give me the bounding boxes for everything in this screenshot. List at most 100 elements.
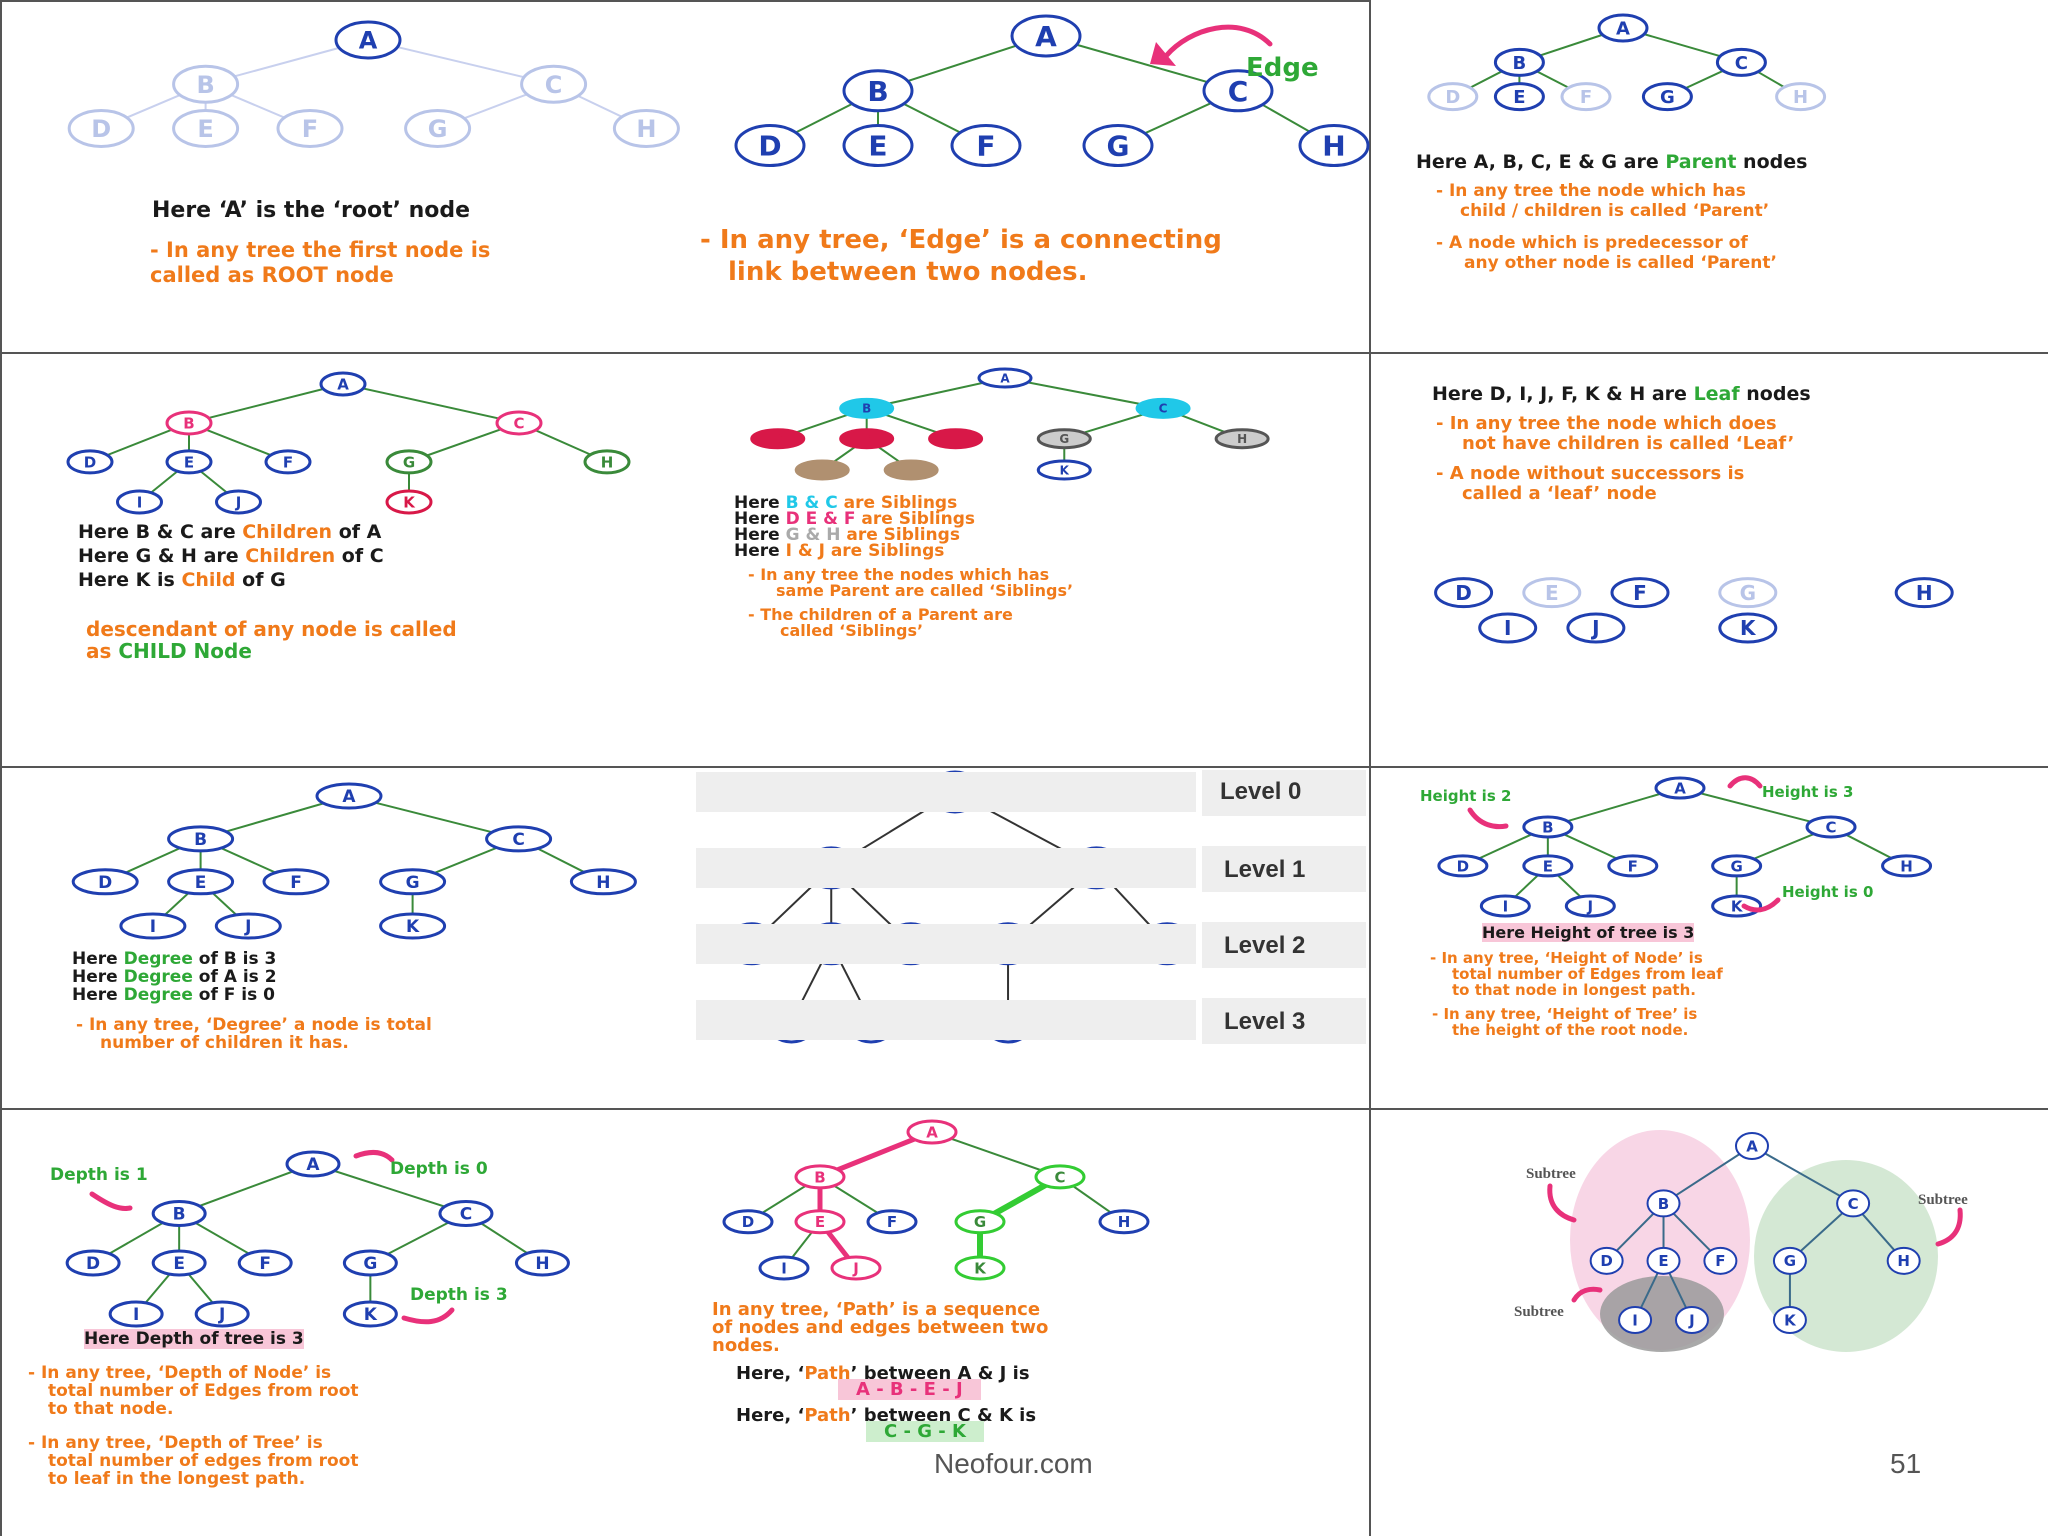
tree-edge <box>188 383 344 424</box>
tree-node-b <box>794 1164 846 1190</box>
level-band-0 <box>696 772 1196 812</box>
edge-definition-line2: link between two nodes. <box>728 257 1088 287</box>
tree-node-label: K <box>974 1259 987 1277</box>
path-row1-value: A - B - E - J <box>838 1379 981 1401</box>
tree-node-e <box>151 1249 207 1277</box>
tree-node-label: H <box>601 453 614 471</box>
tree-node-label: C <box>1159 402 1168 416</box>
tree-node-i <box>794 459 850 481</box>
siblings-line4: called ‘Siblings’ <box>780 621 924 640</box>
parent-line2: child / children is called ‘Parent’ <box>1460 201 1770 221</box>
tree-node-label: A <box>1616 18 1630 39</box>
tree-node-label: D <box>1600 1252 1612 1270</box>
tree-edge <box>342 383 520 424</box>
degree-row1: Here Degree of B is 3 <box>72 949 276 970</box>
degree-row1-b: Degree <box>123 949 193 969</box>
tree-node-a <box>1010 14 1082 58</box>
tree-node-label: G <box>1107 130 1130 163</box>
degree-line1: - In any tree, ‘Degree’ a node is total <box>76 1015 432 1035</box>
tree-node-label: J <box>218 1305 225 1325</box>
depth-a-arrow-icon <box>353 1150 395 1163</box>
siblings-row4-b: I & J <box>785 541 825 561</box>
degree-line2: number of children it has. <box>100 1033 349 1053</box>
siblings-row1-a: Here <box>734 493 786 513</box>
tree-node-label: J <box>1590 616 1599 640</box>
tree-node-label: J <box>1688 1311 1695 1329</box>
parent-caption-a: Here A, B, C, E & G are <box>1416 151 1666 173</box>
tree-node-a <box>906 1119 958 1145</box>
height-line4: - In any tree, ‘Height of Tree’ is <box>1432 1005 1698 1023</box>
tree-node-f <box>1610 577 1670 609</box>
tree-edge <box>1679 787 1832 828</box>
tree-node-label: H <box>1900 857 1913 875</box>
tree-node-label: I <box>1504 616 1511 640</box>
tree-node-d <box>722 1209 774 1235</box>
tree-node-a <box>334 20 402 60</box>
tree-node-label: I <box>1632 1311 1638 1329</box>
tree-node-label: E <box>1513 87 1525 108</box>
tree-node-label: C <box>1848 1195 1859 1213</box>
parent-line4: any other node is called ‘Parent’ <box>1464 253 1777 273</box>
tree-node-label: H <box>535 1254 549 1274</box>
grid-divider <box>0 1108 2048 1110</box>
height-line1: - In any tree, ‘Height of Node’ is <box>1430 949 1703 967</box>
tree-node-label: H <box>636 115 656 143</box>
tree-node-label: I <box>781 1259 787 1277</box>
tree-node-k <box>385 489 433 515</box>
children-row3: Here K is Child of G <box>78 569 286 592</box>
tree-node-f <box>276 108 344 148</box>
depth-tree-text: Here Depth of tree is 3 <box>84 1329 304 1349</box>
root-definition-line2: called as ROOT node <box>150 263 394 287</box>
tree-node-k <box>954 1255 1006 1281</box>
tree-node-label: C <box>512 830 524 850</box>
level-band-2 <box>696 924 1196 964</box>
tree-node-h <box>1881 854 1933 878</box>
degree-row2-b: Degree <box>123 967 193 987</box>
tree-edge <box>1004 377 1164 410</box>
tree-node-f <box>1703 1246 1738 1275</box>
tree-node-f <box>950 124 1022 168</box>
level-0-label: Level 0 <box>1220 778 1302 805</box>
tree-node-g <box>404 108 472 148</box>
tree-node-label: B <box>173 1205 186 1225</box>
tree-node-label: I <box>820 463 824 477</box>
tree-node-label: J <box>235 493 242 511</box>
tree-node-h <box>1214 428 1270 450</box>
tree-edge <box>931 1131 1061 1178</box>
tree-node-g <box>1082 124 1154 168</box>
tree-node-label: A <box>1035 20 1057 53</box>
tree-node-c <box>495 410 543 436</box>
depth-k-arrow-icon <box>401 1307 455 1325</box>
tree-node-label: D <box>758 130 781 163</box>
degree-row3-b: Degree <box>123 985 193 1005</box>
parent-caption-c: nodes <box>1736 151 1808 173</box>
degree-row2-c: of A is 2 <box>192 967 277 987</box>
tree-node-label: A <box>1746 1137 1758 1155</box>
height-a-arrow-icon <box>1727 775 1763 789</box>
path-row1-c: ’ between A & J is <box>850 1363 1030 1384</box>
tree-node-label: F <box>283 453 293 471</box>
tree-node-k <box>379 912 447 940</box>
height-tree-label: Here Height of tree is 3 <box>1482 923 1695 942</box>
tree-node-label: I <box>1503 897 1509 915</box>
siblings-row3: Here G & H are Siblings <box>734 525 960 546</box>
tree-node-d <box>66 449 114 475</box>
tree-node-label: D <box>86 1254 100 1274</box>
tree-node-label: A <box>1000 371 1010 385</box>
depth-line2: total number of Edges from root <box>48 1381 359 1401</box>
tree-node-j <box>215 489 262 515</box>
path-row2-sequence: C - G - K <box>866 1421 984 1442</box>
tree-node-h <box>1775 82 1827 112</box>
depth-line4: - In any tree, ‘Depth of Tree’ is <box>28 1433 323 1453</box>
tree-node-e <box>1493 82 1545 112</box>
level-3-label: Level 3 <box>1224 1008 1306 1035</box>
edge-arrow-icon <box>1163 24 1273 59</box>
tree-node-e <box>794 1209 846 1235</box>
tree-node-k <box>1772 1306 1807 1334</box>
height-tree-text: Here Height of tree is 3 <box>1482 923 1695 942</box>
degree-row1-a: Here <box>72 949 124 969</box>
tree-node-i <box>1478 612 1538 644</box>
tree-node-label: B <box>183 414 194 432</box>
tree-node-f <box>1607 854 1659 878</box>
